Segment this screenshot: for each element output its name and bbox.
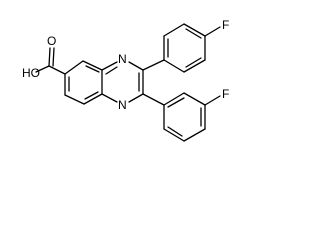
benzo-ring	[64, 60, 103, 105]
atom-label-n-bottom: N	[118, 98, 127, 112]
atom-label-carbonyl-o: O	[47, 34, 56, 48]
bond	[163, 92, 185, 106]
carboxylic-acid-group: HO O	[22, 34, 66, 80]
bond	[163, 23, 185, 37]
bond-c-oh	[35, 65, 50, 73]
bond-c-f	[204, 26, 221, 37]
pyrazine-ring: N N	[101, 52, 144, 112]
bond-inner	[85, 65, 100, 73]
bond-inner	[185, 28, 202, 39]
bond	[163, 128, 185, 142]
bond	[163, 59, 185, 73]
bond-c-o-double-b	[52, 47, 55, 67]
bond-inner	[185, 57, 202, 68]
bond	[128, 93, 144, 103]
atom-label-oh: HO	[22, 66, 40, 80]
atom-label-n-top: N	[118, 52, 127, 66]
atom-label-f-top: F	[222, 18, 229, 32]
bond-c-o-double-a	[48, 47, 51, 67]
bond	[101, 93, 118, 103]
bond	[64, 94, 85, 105]
chemical-structure-diagram: HO O N N F	[22, 18, 229, 142]
bond-inner	[167, 126, 183, 137]
bond	[128, 61, 144, 71]
bond-c-ring	[48, 65, 66, 75]
bond	[82, 60, 103, 71]
bond-inner	[167, 97, 185, 108]
bond	[83, 93, 103, 105]
bond-link	[142, 93, 165, 106]
bond	[183, 92, 206, 106]
bond-link	[142, 59, 165, 71]
bond	[183, 59, 206, 73]
atom-label-f-bottom: F	[222, 87, 229, 101]
bond-inner	[105, 66, 118, 75]
fluorophenyl-bottom: F	[142, 87, 229, 142]
bond	[101, 61, 118, 71]
bond-c-f	[204, 95, 221, 106]
bond	[183, 23, 206, 37]
bond	[64, 60, 84, 75]
bond	[183, 128, 206, 142]
bond-inner	[84, 91, 99, 100]
fluorophenyl-top: F	[142, 18, 229, 73]
